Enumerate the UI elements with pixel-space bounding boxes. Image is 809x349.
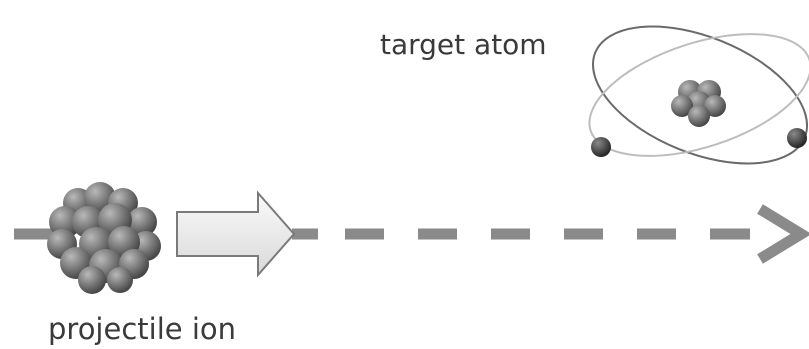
orbit-ring <box>588 33 809 157</box>
electron <box>787 128 807 148</box>
ion-cluster-icon <box>47 182 161 294</box>
block-arrow-icon <box>176 190 296 278</box>
atom-icon <box>588 25 809 165</box>
beam-arrowhead-icon <box>757 204 809 264</box>
target-atom-label: target atom <box>380 28 547 61</box>
electron <box>591 137 611 157</box>
atom-nucleus <box>671 80 726 127</box>
projectile-ion-label: projectile ion <box>48 312 236 346</box>
